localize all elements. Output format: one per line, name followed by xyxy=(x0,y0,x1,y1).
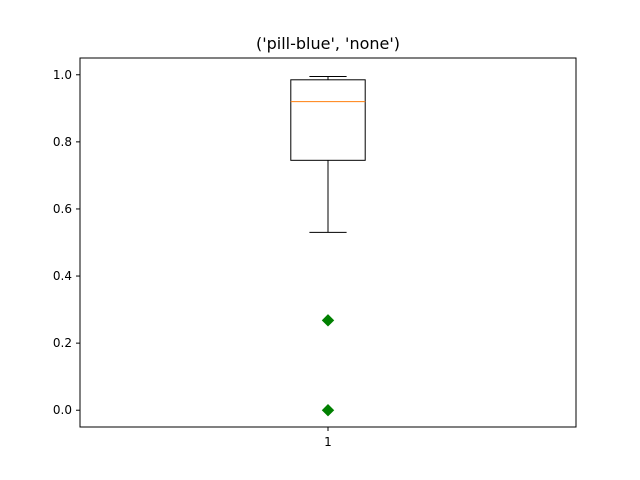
y-tick-label: 0.0 xyxy=(53,403,72,417)
x-tick-label: 1 xyxy=(324,435,332,449)
y-tick-label: 0.4 xyxy=(53,269,72,283)
y-tick-label: 1.0 xyxy=(53,68,72,82)
plot-area: 0.0 0.2 0.4 0.6 0.8 1.0 1 xyxy=(53,68,366,449)
chart-title: ('pill-blue', 'none') xyxy=(256,34,400,53)
y-tick-label: 0.6 xyxy=(53,202,72,216)
axes-frame xyxy=(79,57,577,428)
y-tick-label: 0.8 xyxy=(53,135,72,149)
iqr-box xyxy=(290,79,366,161)
y-tick-label: 0.2 xyxy=(53,336,72,350)
outlier-point xyxy=(321,314,335,327)
outlier-point xyxy=(321,404,335,417)
